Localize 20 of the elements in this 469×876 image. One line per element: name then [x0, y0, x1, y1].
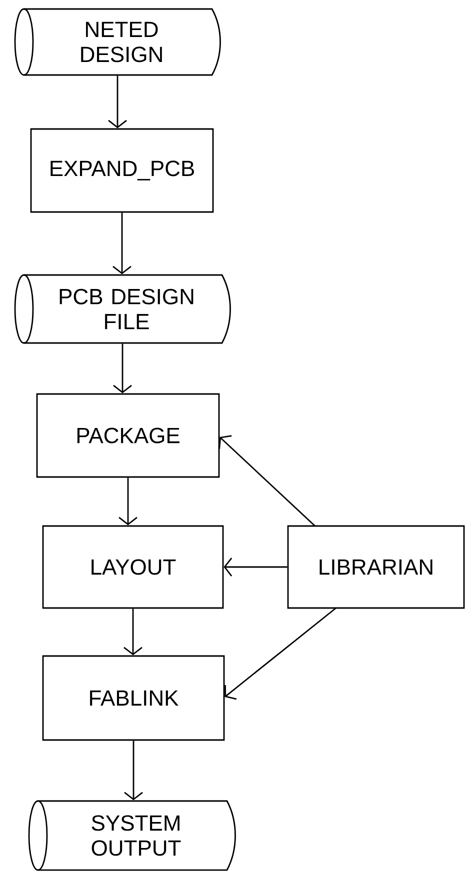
data-store: SYSTEM OUTPUT: [28, 800, 236, 871]
node-label: SYSTEM OUTPUT: [92, 815, 181, 856]
arrow: [112, 212, 132, 274]
node-label: PCB DESIGN FILE: [60, 288, 194, 330]
arrow: [124, 608, 142, 656]
data-store: PCB DESIGN FILE: [14, 274, 231, 344]
process-box: LAYOUT: [42, 525, 224, 609]
node-label: NETED DESIGN: [81, 22, 162, 62]
process-box: PACKAGE: [36, 393, 220, 478]
arrow: [224, 558, 288, 576]
arrow: [113, 344, 132, 394]
data-store: NETED DESIGN: [14, 8, 221, 76]
arrow: [124, 740, 143, 800]
arrow: [218, 435, 316, 527]
process-box: EXPAND_PCB: [30, 128, 214, 213]
process-box: FABLINK: [42, 655, 225, 741]
arrow: [224, 607, 336, 700]
arrow: [108, 76, 127, 128]
process-box: LIBRARIAN: [287, 525, 465, 609]
arrow: [118, 478, 138, 526]
